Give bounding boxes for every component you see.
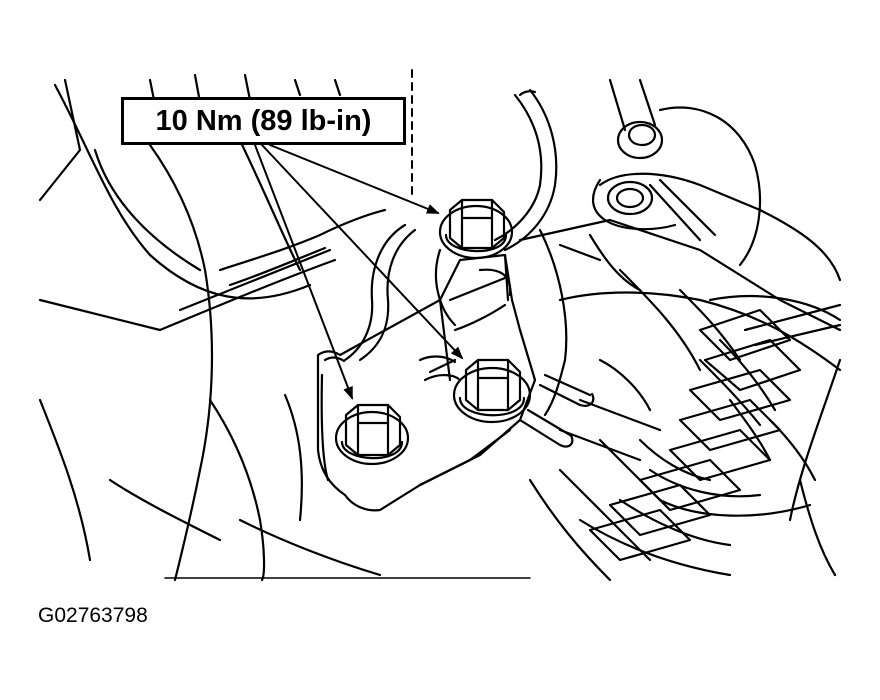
arrow-to-top-bolt [269,144,440,214]
torque-spec-callout: 10 Nm (89 lb-in) [121,97,406,145]
wire-loom [343,223,417,362]
right-structure [518,78,842,582]
bolt-top [438,198,514,260]
studs [518,373,595,448]
bolt-middle [452,358,532,424]
background-contours [38,73,387,582]
upper-hose [493,88,558,252]
hose-clip [418,248,512,382]
arrow-to-middle-bolt [261,144,464,360]
figure-id-label: G02763798 [38,604,148,627]
ribbed-rows [588,308,802,562]
callout-arrows [254,144,464,400]
bolt-bottom [334,403,410,466]
arrow-to-bottom-bolt [254,144,353,400]
bracket-plate [316,253,537,512]
torque-spec-label: 10 Nm (89 lb-in) [155,104,372,137]
